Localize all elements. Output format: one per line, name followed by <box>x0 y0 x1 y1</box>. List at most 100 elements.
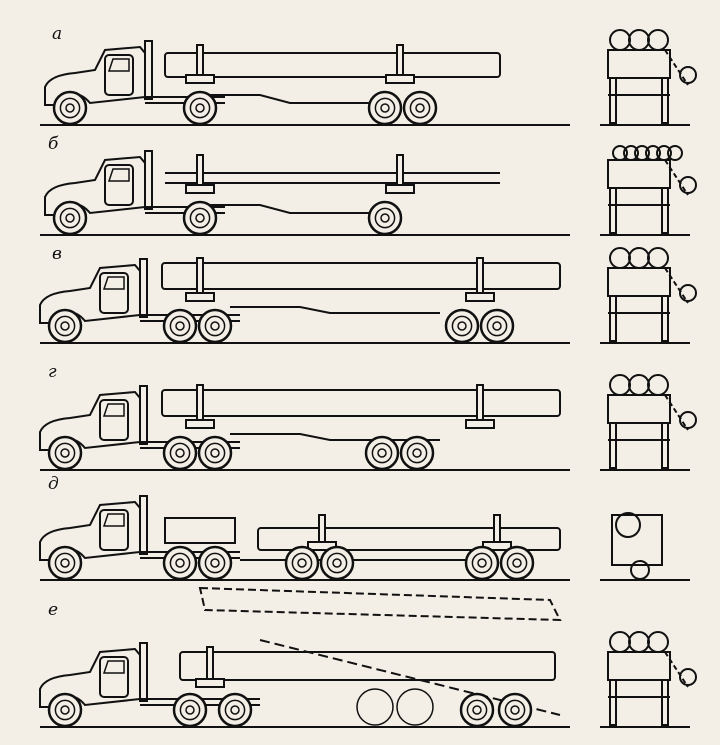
wheel <box>52 200 88 236</box>
wheel <box>162 545 198 581</box>
wheel-rim <box>169 552 191 574</box>
end-view-log-falling <box>679 668 697 686</box>
trailer-reach <box>230 306 440 314</box>
wheel-hub <box>512 558 522 568</box>
wheel-rim <box>409 97 431 119</box>
wheel <box>47 545 83 581</box>
wheel-hub <box>457 321 467 331</box>
wheel-hub <box>175 448 185 458</box>
cab-guard-post <box>144 150 153 210</box>
end-view-log <box>647 29 669 51</box>
wheel <box>367 90 403 126</box>
row-label-d: д <box>48 474 59 494</box>
end-view-log-falling <box>679 411 697 429</box>
wheel <box>197 435 233 471</box>
end-view-log <box>647 374 669 396</box>
wheel-rim <box>179 699 201 721</box>
wheel-hub <box>195 103 205 113</box>
bunk <box>195 678 225 688</box>
wheel-hub <box>472 705 482 715</box>
wheel-rim <box>204 442 226 464</box>
wheel <box>367 200 403 236</box>
end-view-log <box>615 512 641 538</box>
wheel-rim <box>374 97 396 119</box>
bunk <box>185 292 215 302</box>
wheel-hub <box>185 705 195 715</box>
wheel-rim <box>54 442 76 464</box>
wheel <box>182 200 218 236</box>
wheel-rim <box>59 97 81 119</box>
end-view-wheel <box>661 77 669 124</box>
wheel-rim <box>54 315 76 337</box>
wheel <box>284 545 320 581</box>
wheel <box>197 545 233 581</box>
rolling-log <box>396 688 434 726</box>
wheel <box>402 90 438 126</box>
wheel <box>172 692 208 728</box>
wheel-hub <box>210 558 220 568</box>
end-view-log <box>609 247 631 269</box>
end-view-log <box>609 631 631 653</box>
wheel <box>464 545 500 581</box>
wheel-rim <box>371 442 393 464</box>
wheel <box>459 692 495 728</box>
wheel-hub <box>175 321 185 331</box>
wheel-hub <box>60 705 70 715</box>
wheel-rim <box>504 699 526 721</box>
bunk <box>465 419 495 429</box>
end-view-log <box>628 247 650 269</box>
end-view-log-falling <box>679 176 697 194</box>
cab-window <box>102 513 125 527</box>
bunk <box>185 74 215 84</box>
wheel <box>497 692 533 728</box>
rolling-log <box>356 688 394 726</box>
row-label-e: е <box>48 600 59 620</box>
scheme-a <box>40 29 697 126</box>
wheel <box>197 308 233 344</box>
wheel-hub <box>415 103 425 113</box>
cab-door <box>99 656 129 698</box>
scheme-g <box>39 374 697 471</box>
wheel <box>47 308 83 344</box>
wheel <box>162 308 198 344</box>
end-view-wheel <box>661 187 669 234</box>
end-view-log <box>647 631 669 653</box>
cab-guard-post <box>139 642 148 702</box>
wheel-hub <box>230 705 240 715</box>
end-view-log <box>628 631 650 653</box>
wheel-hub <box>210 448 220 458</box>
unload-path <box>664 159 689 196</box>
cab-guard-post <box>144 40 153 100</box>
bunk <box>385 74 415 84</box>
row-label-v: в <box>52 244 62 264</box>
end-view-bunk <box>607 394 671 424</box>
end-view-wheel <box>661 295 669 342</box>
wheel <box>399 435 435 471</box>
end-view-log <box>667 145 683 161</box>
wheel-rim <box>451 315 473 337</box>
end-view-bunk <box>607 49 671 79</box>
cab-guard-post <box>139 385 148 445</box>
wheel-hub <box>195 213 205 223</box>
end-view-log <box>628 29 650 51</box>
wheel-rim <box>506 552 528 574</box>
wheel <box>319 545 355 581</box>
trailer-reach <box>210 94 380 104</box>
log-load <box>161 262 561 290</box>
end-view-log-falling <box>679 66 697 84</box>
wheel-rim <box>169 315 191 337</box>
wheel-hub <box>60 321 70 331</box>
cab-guard-post <box>139 258 148 318</box>
wheel-hub <box>377 448 387 458</box>
end-view-log-falling <box>679 284 697 302</box>
wheel-hub <box>65 103 75 113</box>
end-view-log <box>609 29 631 51</box>
end-view-wheel <box>609 679 617 726</box>
unload-path <box>664 394 689 431</box>
scheme-e <box>39 586 697 728</box>
wheel-hub <box>380 213 390 223</box>
end-view-log <box>609 374 631 396</box>
cab-guard-post <box>139 495 148 555</box>
wheel-hub <box>65 213 75 223</box>
end-view-bunk <box>607 651 671 681</box>
